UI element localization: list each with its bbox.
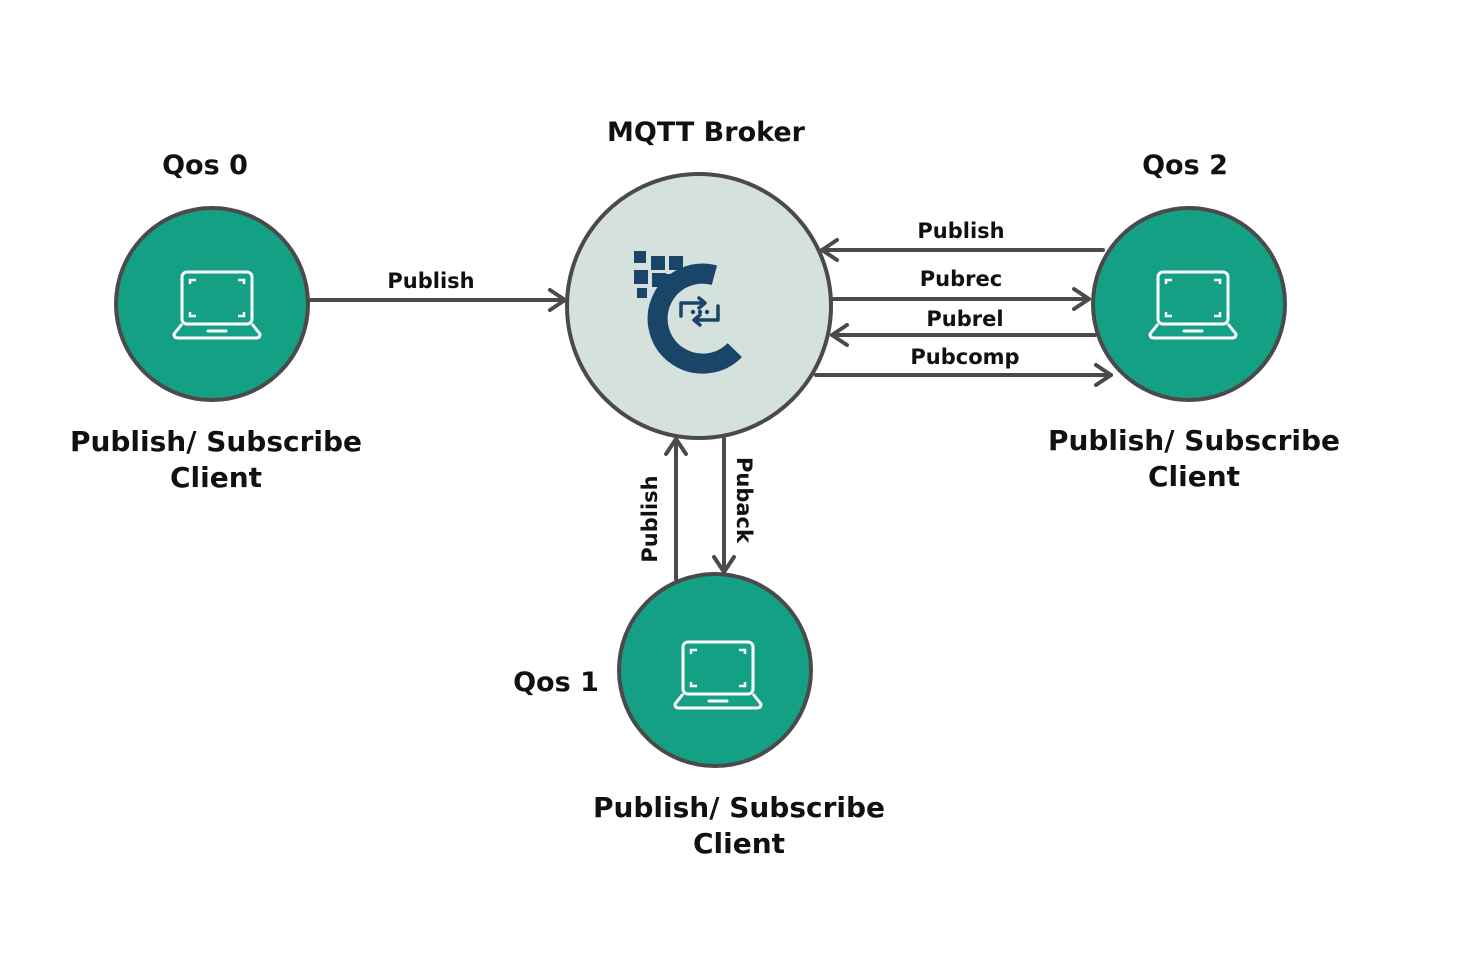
arrow-qos1-publish	[664, 437, 688, 581]
qos2-client-name-line2: Client	[1148, 460, 1240, 493]
msg-qos2-pubcomp: Pubcomp	[910, 345, 1019, 369]
qos1-label: Qos 1	[513, 667, 599, 698]
broker-logo-icon	[634, 251, 742, 374]
qos1-client-name-line2: Client	[693, 827, 785, 860]
qos0-client-name-line1: Publish/ Subscribe	[70, 425, 362, 458]
arrows	[308, 238, 1113, 581]
client-node-qos0	[114, 206, 310, 402]
broker-node	[565, 172, 833, 440]
msg-qos0-publish: Publish	[387, 269, 474, 293]
broker-title: MQTT Broker	[607, 117, 806, 148]
msg-qos2-pubrel: Pubrel	[926, 307, 1003, 331]
qos2-client-name-line1: Publish/ Subscribe	[1048, 424, 1340, 457]
msg-qos1-publish: Publish	[638, 475, 662, 562]
qos2-label: Qos 2	[1142, 150, 1228, 181]
client-node-qos2	[1091, 206, 1287, 402]
client-node-qos1	[617, 572, 813, 768]
qos1-client-name-line1: Publish/ Subscribe	[593, 791, 885, 824]
arrow-qos1-puback	[712, 437, 736, 574]
arrow-qos0-publish	[308, 288, 567, 312]
arrow-qos2-publish	[820, 238, 1105, 262]
arrow-qos2-pubcomp	[814, 363, 1113, 387]
qos0-client-name-line2: Client	[170, 461, 262, 494]
qos0-label: Qos 0	[162, 150, 248, 181]
arrow-qos2-pubrel	[830, 323, 1097, 347]
msg-qos2-pubrec: Pubrec	[920, 267, 1002, 291]
arrow-qos2-pubrec	[830, 287, 1091, 311]
msg-qos2-publish: Publish	[917, 219, 1004, 243]
msg-qos1-puback: Puback	[732, 457, 756, 544]
